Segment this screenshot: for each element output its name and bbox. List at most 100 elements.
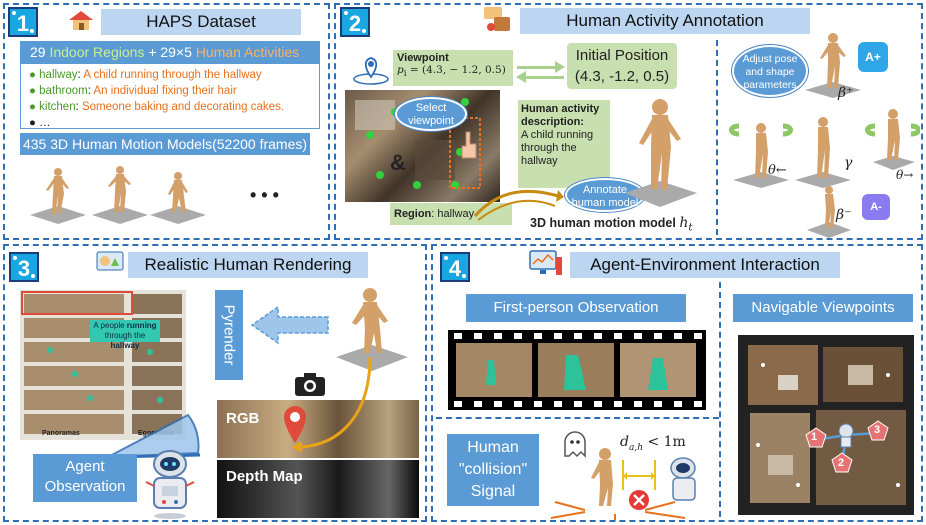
exchange-arrows-icon [513,57,568,85]
viewpoint-label: Viewpoint [397,52,449,64]
agent-observation-line1: Agent [65,458,105,475]
rendering-icon [95,248,125,276]
formula-value: = (4.3, − 1.2, 0.5) [406,64,506,76]
formula-sub: i [403,69,407,80]
region-value: : hallway [431,208,475,220]
viewpoint-box: Viewpoint pi = (4.3, − 1.2, 0.5) [393,50,513,86]
collision-line3: Signal [470,483,516,500]
activity-description-text: A child running through the hallway [521,129,594,167]
panel-2-divider [716,40,718,235]
gamma-label: γ [844,155,853,171]
example-ellipsis: ● … [29,117,51,129]
collision-scene [545,440,715,520]
human-model-figures [20,160,250,230]
scene-render-image: & [345,90,500,202]
distance-symbol: d [620,434,629,450]
house-icon [66,8,96,32]
panoramas-label: Panoramas [42,430,80,437]
example-activity: Someone baking and decorating cakes. [81,101,285,113]
pose-figures [725,30,921,240]
activity-examples-list: ● hallway: A child running through the h… [20,63,320,129]
example-kitchen: ● kitchen: Someone baking and decorating… [29,101,285,113]
panel-4-title: Agent-Environment Interaction [570,252,840,278]
distance-rule: < 1m [643,434,686,450]
stats-regions-label: Indoor Regions [49,44,145,60]
initial-position-box: Initial Position (4.3, -1.2, 0.5) [567,43,677,89]
adjust-parameters-bubble: Adjust pose and shape parameters [732,45,808,97]
collision-line1: Human [467,439,519,456]
depth-map-image [217,460,419,518]
activity-description-label: Human activity description: [521,103,600,128]
example-activity: An individual fixing their hair [93,85,237,97]
viewpoint-formula: pi = (4.3, − 1.2, 0.5) [397,64,509,79]
nav-point-2: 2 [838,457,845,469]
monitor-icon [528,249,564,277]
example-region: kitchen [39,101,76,113]
motion-model-label: 3D human motion model [530,216,680,230]
example-region: bathroom [39,85,88,97]
panel-3-title: Realistic Human Rendering [128,252,368,278]
annotation-curve-arrow [470,178,565,223]
agent-observation-line2: Observation [44,478,126,495]
example-region: hallway [39,69,78,81]
collision-line2: "collision" [458,461,528,478]
render-caption-box: A people running through the hallway [90,320,160,350]
motion-model-sub: t [688,221,693,234]
nav-point-1: 1 [811,431,818,443]
example-bathroom: ● bathroom: An individual fixing their h… [29,85,237,97]
region-label: Region [394,208,432,220]
navigation-map [738,335,914,515]
motion-model-caption: 3D human motion model ht [530,215,693,234]
decrease-icon: A- [862,194,890,220]
camera-icon [293,370,327,398]
pyrender-arrow [250,305,330,345]
agent-observation-label: Agent Observation [33,454,137,502]
ellipsis-text: … [39,117,51,129]
formula-symbol: p [397,64,404,76]
panel-agent-environment-interaction [431,244,923,522]
initial-position-label: Initial Position [575,47,669,64]
beta-minus-label: β⁻ [836,207,852,223]
initial-position-value: (4.3, -1.2, 0.5) [574,68,670,85]
more-models-dots: • • • [250,185,279,205]
example-hallway: ● hallway: A child running through the h… [29,69,262,81]
distance-threshold: da,h < 1m [620,434,686,453]
panel-human-activity-annotation [334,3,923,240]
depth-map-label: Depth Map [226,468,303,485]
caption-mid: through the [104,331,146,340]
stats-region-count: 29 [30,44,46,60]
select-viewpoint-bubble: Select viewpoint [395,97,467,131]
floor-tile [30,206,206,224]
location-pin-icon [352,55,390,85]
increase-icon: A+ [858,42,888,72]
beta-plus-label: β⁺ [838,85,854,101]
first-person-label: First-person Observation [466,294,686,322]
nav-point-3: 3 [874,424,881,436]
pyrender-label: Pyrender [215,290,243,380]
activity-description-box: Human activity description: A child runn… [518,100,610,188]
motion-model-symbol: h [679,215,689,231]
map-marker-icon [282,405,308,445]
panel-2-number: 2 [340,7,370,37]
caption-bold-hallway: hallway [110,341,140,350]
distance-sub: a,h [628,442,643,453]
panel-1-number: 1 [8,7,38,37]
motion-models-label: 435 3D Human Motion Models(52200 frames) [20,133,310,155]
rendered-frames-grid [20,290,186,440]
collision-signal-label: Human "collision" Signal [447,434,539,506]
stats-plus: + 29×5 [148,44,192,60]
panel-4-horizontal-divider [436,417,719,419]
panel-3-number: 3 [9,252,39,282]
human-model-render-source [330,285,410,377]
theta-left-label: θ← [768,163,787,178]
theta-right-label: θ→ [896,168,914,182]
caption-bold-running: running [126,321,157,330]
stats-activities-label: Human Activities [195,44,300,60]
panel-haps-dataset [3,3,330,240]
rgb-image [217,400,419,458]
pyrender-text: Pyrender [220,304,238,366]
dataset-stats-header: 29 Indoor Regions + 29×5 Human Activitie… [20,41,320,63]
human-model-large [615,95,705,215]
panel-1-title: HAPS Dataset [101,9,301,35]
camera-path-arrow [280,355,380,455]
